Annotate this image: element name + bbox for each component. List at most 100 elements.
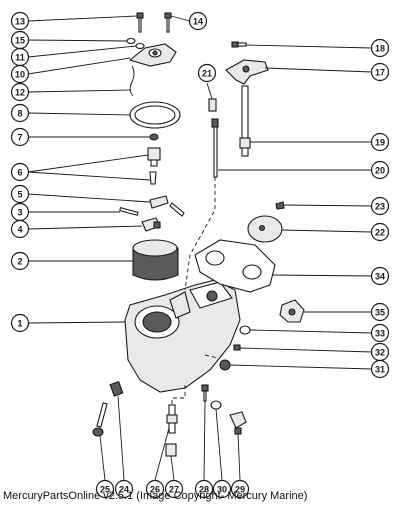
callout-number: 34 xyxy=(375,272,385,282)
callout-circle xyxy=(95,479,115,499)
callout-number: 15 xyxy=(15,36,25,46)
parts-illustration xyxy=(92,12,305,457)
callout-24: 24 xyxy=(114,479,134,499)
callout-26: 26 xyxy=(145,479,165,499)
callout-number: 33 xyxy=(375,329,385,339)
alignment-line xyxy=(184,177,216,291)
washer-part-7 xyxy=(149,133,159,141)
callout-33: 33 xyxy=(370,323,390,343)
callout-1: 1 xyxy=(10,313,30,333)
callout-23: 23 xyxy=(370,196,390,216)
callout-circle xyxy=(10,82,30,102)
callout-18: 18 xyxy=(370,38,390,58)
nut-part-31 xyxy=(219,359,231,371)
callout-number: 1 xyxy=(17,319,22,329)
screw-part-18 xyxy=(231,41,247,48)
needle-seat-part-6 xyxy=(147,147,161,185)
needle-part-25 xyxy=(92,402,108,437)
callout-circle xyxy=(230,479,250,499)
callout-circle xyxy=(370,359,390,379)
callout-number: 30 xyxy=(217,485,227,495)
bushing-part-21 xyxy=(208,98,217,112)
callout-10: 10 xyxy=(10,64,30,84)
callout-circle xyxy=(10,11,30,31)
plate-part-22 xyxy=(247,215,283,243)
callout-circle xyxy=(370,266,390,286)
leader-lines xyxy=(27,15,373,481)
callout-number: 26 xyxy=(150,485,160,495)
screw-part-14 xyxy=(164,12,172,33)
callout-35: 35 xyxy=(370,302,390,322)
callout-number: 22 xyxy=(375,228,385,238)
callout-circle xyxy=(10,64,30,84)
callout-12: 12 xyxy=(10,82,30,102)
callout-2: 2 xyxy=(10,251,30,271)
clip-part-12 xyxy=(129,65,135,97)
gasket-part-8 xyxy=(129,101,181,129)
callout-21: 21 xyxy=(197,63,217,83)
callout-27: 27 xyxy=(164,479,184,499)
callout-13: 13 xyxy=(10,11,30,31)
washer-part-15 xyxy=(126,37,136,45)
callout-circle xyxy=(10,127,30,147)
callout-8: 8 xyxy=(10,103,30,123)
plug-part-35 xyxy=(279,299,305,323)
washer-part-30 xyxy=(210,400,222,410)
callout-number: 3 xyxy=(17,208,22,218)
callout-30: 30 xyxy=(212,479,232,499)
gasket-part-34 xyxy=(194,239,276,293)
callout-circle xyxy=(10,219,30,239)
callout-circle xyxy=(370,132,390,152)
callout-32: 32 xyxy=(370,342,390,362)
callout-circle xyxy=(194,479,214,499)
pin-part-3 xyxy=(119,207,139,216)
callout-number: 17 xyxy=(375,68,385,78)
callout-number: 13 xyxy=(15,17,25,27)
callout-28: 28 xyxy=(194,479,214,499)
callout-circle xyxy=(370,38,390,58)
callout-number: 14 xyxy=(193,17,203,27)
callout-number: 23 xyxy=(375,202,385,212)
callout-circle xyxy=(370,323,390,343)
callout-number: 21 xyxy=(202,69,212,79)
plug-part-29 xyxy=(229,411,247,435)
jet-part-27 xyxy=(165,443,177,457)
callout-number: 2 xyxy=(17,257,22,267)
callout-5: 5 xyxy=(10,184,30,204)
callout-number: 10 xyxy=(15,70,25,80)
callout-circle xyxy=(370,222,390,242)
callout-number: 7 xyxy=(17,133,22,143)
callout-number: 8 xyxy=(17,109,22,119)
callout-number: 19 xyxy=(375,138,385,148)
callout-circle xyxy=(164,479,184,499)
callout-number: 5 xyxy=(17,190,22,200)
callout-number: 27 xyxy=(169,485,179,495)
callout-20: 20 xyxy=(370,160,390,180)
callout-circle xyxy=(10,251,30,271)
callout-25: 25 xyxy=(95,479,115,499)
tube-part-20 xyxy=(211,118,219,178)
callout-11: 11 xyxy=(10,47,30,67)
callout-number: 11 xyxy=(15,53,25,63)
callout-number: 29 xyxy=(235,485,245,495)
spring-part-24 xyxy=(109,380,124,397)
screw-part-32 xyxy=(233,344,241,351)
carburetor-body-part-1 xyxy=(124,279,241,393)
callout-17: 17 xyxy=(370,62,390,82)
callout-number: 24 xyxy=(119,485,129,495)
callout-19: 19 xyxy=(370,132,390,152)
callout-number: 25 xyxy=(100,485,110,495)
callout-29: 29 xyxy=(230,479,250,499)
callout-circle xyxy=(10,162,30,182)
cover-part-10 xyxy=(128,43,177,67)
callout-number: 4 xyxy=(17,225,22,235)
callout-number: 20 xyxy=(375,166,385,176)
callout-31: 31 xyxy=(370,359,390,379)
callout-number: 31 xyxy=(375,365,385,375)
callout-number: 12 xyxy=(15,88,25,98)
float-part-2 xyxy=(132,239,179,281)
jet-part-26 xyxy=(166,404,178,434)
callout-circle xyxy=(10,103,30,123)
